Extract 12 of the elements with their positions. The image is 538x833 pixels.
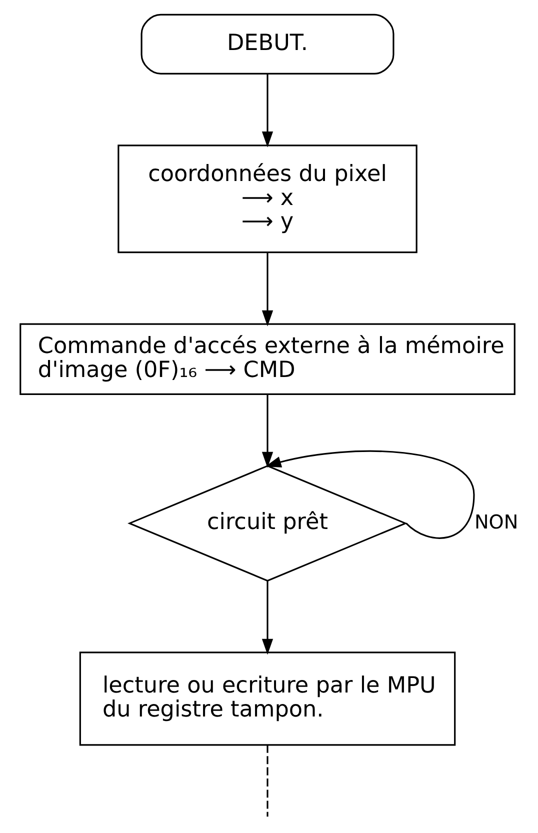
arrow [261,74,273,148]
node-diamond: circuit prêt [127,465,407,582]
edge-label: NON [474,510,518,534]
arrow [264,450,474,539]
arrow [261,580,273,655]
connector [266,744,268,817]
node-box: coordonnées du pixel ⟶ x ⟶ y [117,144,417,254]
node-box: lecture ou ecriture par le MPU du registre tampon. [78,652,456,746]
node-box: DEBUT. [140,14,394,74]
node-box: Commande d'accés externe à la mémoire d'image (0F)₁₆ ⟶ CMD [19,323,515,395]
arrow [261,394,273,468]
arrow [261,252,273,326]
